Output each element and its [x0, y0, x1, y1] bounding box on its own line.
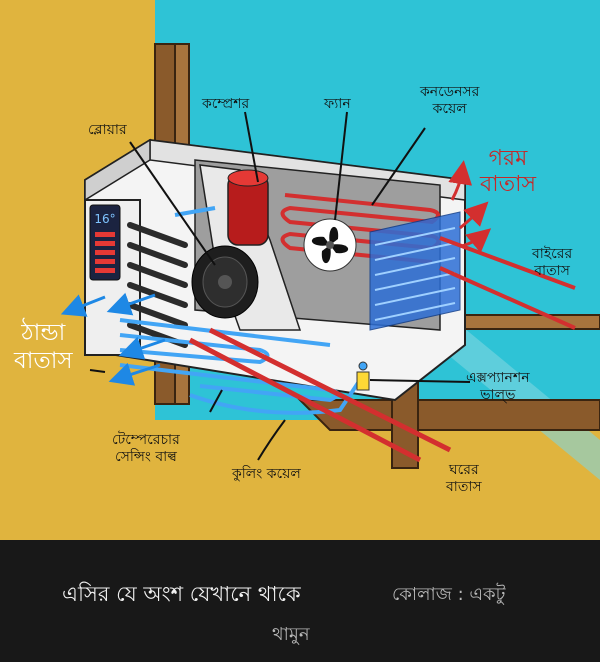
caption-credit: কোলাজ : একটু: [392, 584, 506, 605]
label-room-air: ঘরের বাতাস: [446, 462, 482, 496]
label-fan: ফ্যান: [324, 96, 351, 112]
label-hot-air-line2: বাতাস: [480, 172, 537, 198]
window-sill: [297, 399, 600, 431]
label-outside-air: বাইরের বাতাস: [532, 246, 572, 280]
label-temp-bulb-line1: টেম্পেরেচার: [112, 432, 180, 448]
label-cold-air: ঠান্ডা বাতাস: [14, 320, 73, 375]
expansion-valve: [356, 361, 370, 391]
label-expansion-valve: এক্সপ্যানশন ভাল্ভ: [466, 370, 530, 404]
room-air-pipes: [188, 327, 452, 463]
condenser-fins: [369, 211, 461, 331]
display-temperature: 16°: [94, 212, 115, 226]
hot-air-arrows: [448, 160, 492, 253]
label-cold-air-line1: ঠান্ডা: [21, 320, 66, 346]
label-blower: ব্লোয়ার: [88, 122, 127, 138]
label-expansion-valve-line1: এক্সপ্যানশন: [466, 370, 530, 386]
label-temperature-sensing-bulb: টেম্পেরেচার সেন্সিং বাল্ব: [112, 432, 180, 466]
label-hot-air: গরম বাতাস: [480, 146, 536, 199]
fan: [303, 218, 357, 272]
left-wall: [0, 0, 155, 540]
label-condenser-coil: কনডেনসর কয়েল: [420, 84, 479, 118]
caption-credit-continued: থামুন: [272, 624, 310, 645]
caption-title: এসির যে অংশ যেখানে থাকে: [62, 582, 301, 606]
cold-air-arrows: [60, 292, 166, 386]
label-room-air-line2: বাতাস: [446, 478, 482, 495]
label-condenser-line2: কয়েল: [432, 100, 467, 117]
blower: [191, 245, 259, 319]
label-expansion-valve-line2: ভাল্ভ: [480, 386, 516, 403]
caption-bar: [0, 540, 600, 662]
ac-illustration: 16°: [0, 0, 600, 540]
label-temp-bulb-line2: সেন্সিং বাল্ব: [114, 448, 177, 465]
label-condenser-line1: কনডেনসর: [420, 84, 480, 100]
label-outside-air-line1: বাইরের: [532, 246, 573, 262]
label-cold-air-line2: বাতাস: [14, 347, 73, 374]
label-outside-air-line2: বাতাস: [534, 262, 570, 279]
floor-wall: [155, 420, 600, 540]
label-hot-air-line1: গরম: [488, 146, 528, 171]
leader-lines: [89, 111, 471, 461]
label-room-air-line1: ঘরের: [448, 462, 479, 478]
label-compressor: কম্প্রেশর: [202, 96, 250, 112]
label-cooling-coil: কুলিং কয়েল: [232, 466, 301, 482]
